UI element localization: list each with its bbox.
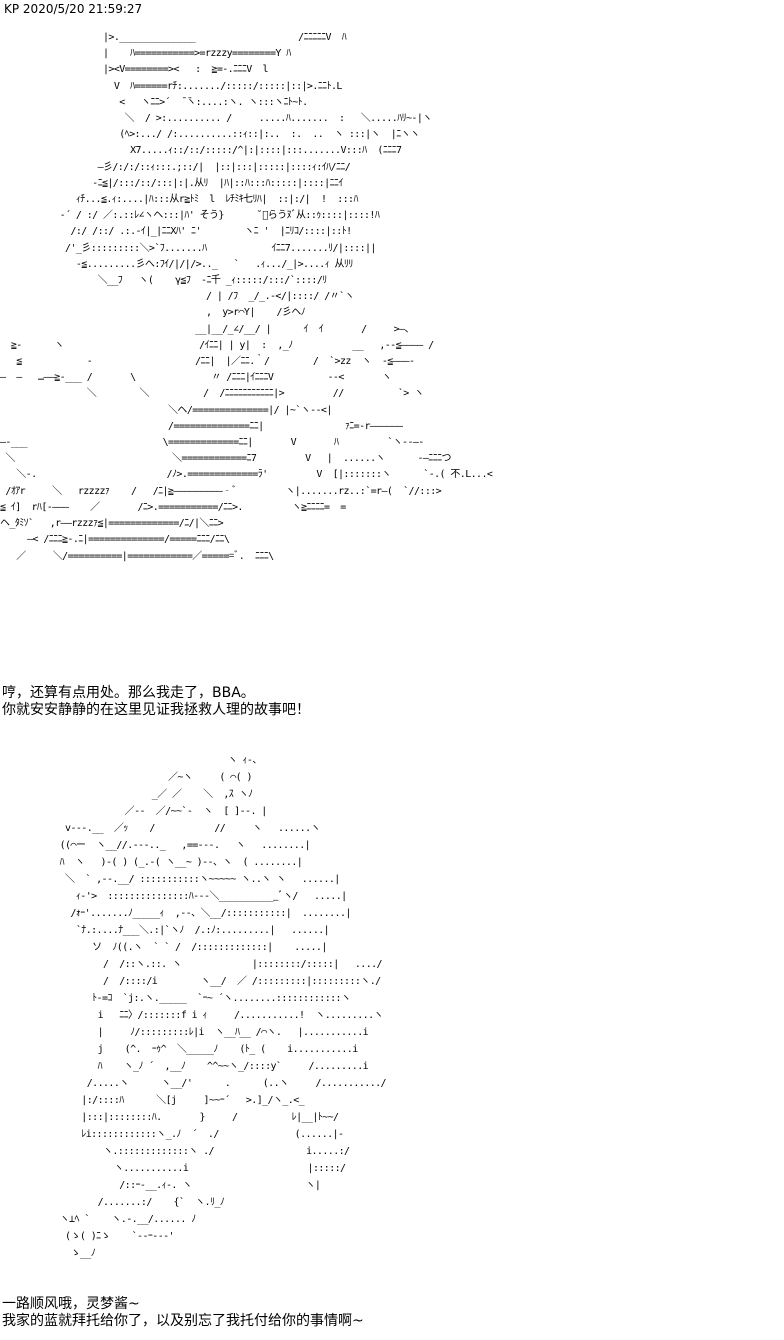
ascii-art-1-line: ―-___ \=============ﾆﾆ| V ﾊ `ヽ--―‐ <box>0 437 424 449</box>
ascii-art-1-line: /:/ /::/ .:.-ｲ|_|ﾆﾆXﾊ' ﾆ' ヽﾆ ' |ﾆﾘｺ/::::… <box>0 226 352 238</box>
ascii-art-1-line: < ヽﾆﾆ>´ ̄ ̄ヽ:....:ヽ. ヽ:::ヽﾆﾄ~ﾄ. <box>0 96 308 108</box>
ascii-art-1-line: ｨﾁ...≦.ｨ:....|ﾊ:::从r≧ﾄﾐ l ﾚﾁﾐｷ七ﾘﾊ| ::|:/… <box>0 194 359 206</box>
ascii-art-2-line: ﾊ ヽ_ﾉ ´ ,__ﾉ ^^~~ヽ_/::::y` /.........i <box>0 1061 369 1072</box>
timestamp-header: KP 2020/5/20 21:59:27 <box>4 2 143 16</box>
ascii-art-2-line: ヽ...........i |:::::/ <box>0 1163 346 1174</box>
ascii-art-2-line: / /::::/i ヽ__/ ／ /:::::::::|:::::::::ヽ./ <box>0 976 381 987</box>
ascii-art-2-line: j (^. ｰｩ^ ＼_____ﾉ (ﾄ_ ( i...........i <box>0 1044 359 1055</box>
ascii-art-2-line: ヽ.:::::::::::::ヽ ./ i.....:/ <box>0 1146 350 1157</box>
ascii-art-2-line: /ｫｰ'.......ﾉ_____ｨ ,--、＼__/:::::::::::| … <box>0 908 351 919</box>
ascii-art-2-line: v---.__ ／ｯ / // ヽ ......ヽ <box>0 823 320 834</box>
ascii-art-1-line: ヘ_ﾀﾐｿ` ,r――rzzzｧ≦|=============/ﾆ/|＼ﾆﾆ> <box>0 518 224 530</box>
ascii-art-1-line: X7.....ｨ::/::/:::::/^|:|::::|:::.......V… <box>0 145 402 157</box>
ascii-art-2-line: ﾚi::::::::::::ヽ_.ﾉ ´ ./ (......|‐ <box>0 1129 344 1140</box>
ascii-art-2-line: | ﾉ/:::::::::ﾚ|i ヽ__ﾊ__ /⌒ヽ. |..........… <box>0 1027 369 1038</box>
ascii-art-2-line: _／ ／ ＼ ,ｽ ヽﾉ <box>0 789 253 800</box>
ascii-art-1-line: ＼-. /ﾉ>.=============ﾗ' V [|:::::::ヽ `‐.… <box>0 469 493 481</box>
ascii-art-1-line: ―< /ﾆﾆﾆ≧-.ﾆ|==============/=====ﾆﾆﾆ/ﾆﾆ\ <box>0 534 230 546</box>
ascii-art-1-line: ≧- ヽ /ｲﾆﾆ| | y| : ,_ﾉ __ ,-‐≦―――― / <box>0 339 434 351</box>
ascii-art-1-line: /==============ﾆﾆ| ｧﾆ=-r―――――― <box>0 420 403 432</box>
ascii-art-1-line: , y>r⌒Y| /彡ヘﾉ <box>0 307 306 319</box>
ascii-art-1-line: V ﾊ======rﾁ:......./:::::/:::::|::|>.ﾆﾆﾄ… <box>0 80 343 92</box>
ascii-art-2-line: ヽ ｨ-、 <box>0 755 263 766</box>
ascii-art-1-line: __|__/_∠/__/ | ｲ ｲ / >―、 <box>0 323 414 335</box>
ascii-art-1-line: ＼__ﾌ ヽ( γ≦ﾌ ‐ﾆ千 _ｨ:::::/:::/`::::/ﾘ <box>0 275 328 287</box>
ascii-art-2-line: (ゝ( )ﾆゝ `--ｰ---' <box>0 1231 175 1242</box>
ascii-art-1-line: /ｵｱr ＼ rzzzzｧ / /ﾆ|≧―――――――――‐ﾞ ヽ|......… <box>0 485 442 497</box>
ascii-art-2-line: /::ｰ-__.ｨ-. ヽ ヽ| <box>0 1180 321 1191</box>
ascii-art-2-line: /.......:/ {` ヽ.ﾘ_ﾉ <box>0 1197 225 1208</box>
ascii-art-1-line: ＼ ＼ / /ﾆﾆﾆﾆﾆﾆﾆﾆﾆﾆﾆ|> // `> ヽ <box>0 388 424 400</box>
ascii-art-1-line: ≦ ‐ /ﾆﾆ| |／ﾆﾆ.｀/ / `>zz ヽ ‐≦―――‐ <box>0 356 415 368</box>
ascii-art-2-line: i ﾆﾆ〉/:::::::f i ｨ /...........! ヽ......… <box>0 1010 384 1021</box>
ascii-art-2-line: ＼ ` ,--.__/ :::::::::::ヽ~~~~~ ヽ..ヽ ヽ ...… <box>0 874 340 885</box>
ascii-art-1-line: ≦ ｲ] rﾊ[‐――― ／ /ﾆ>.===========/ﾆﾆ>. ヽ≧ﾆﾆ… <box>0 501 346 513</box>
ascii-art-2-line: ((⌒ー ヽ__//.---.._ ,==---. ヽ ........| <box>0 840 311 851</box>
ascii-art-2-line: ソ ﾉ((.ヽ ` ` / /:::::::::::::| .....| <box>0 942 327 953</box>
ascii-art-2-line: ｨ-'> :::::::::::::::ﾊ---＼___________ﾞヽ/ … <box>0 891 347 902</box>
ascii-art-2-line: |:/::::ﾊ ＼[j ]~~ｰ´ >.]_/ヽ_.<_ <box>0 1095 305 1106</box>
dialogue-text-2: 一路顺风哦，灵梦酱~ 我家的蓝就拜托给你了，以及别忘了我托付给你的事情啊~ <box>2 1296 364 1329</box>
ascii-art-panel-1: |>.______________ /ﾆﾆﾆﾆﾆV ﾊ | ﾊ=========… <box>0 30 493 565</box>
ascii-art-1-line: ＼ ＼============ﾆ7 V | ......ヽ -―ﾆﾆﾆつ <box>0 453 451 465</box>
ascii-art-1-line: ‐´ / :/ ／:.::ﾚ∠ヽヘ:::|ﾊ' そう} ˘ﾞらうﾇﾞ从::ｩ::… <box>0 210 380 222</box>
ascii-art-1-line: ‐≦.........彡へ:ﾌｲ/|/|/>.._ ` .ｨ.../_|>...… <box>0 258 353 270</box>
ascii-art-1-line: ‐ﾆ≦|/:::/::/:::|:|.从ﾘ |ﾊ|::ﾊ:::ﾊ:::::|::… <box>0 177 343 189</box>
ascii-art-1-line: ／ ＼/==========|============／======ﾞ. ﾆﾆﾆ… <box>0 550 274 562</box>
ascii-art-2-line: `ﾅ.:....ﾅ___＼.:|`ヽﾉ /.:ﾉ:.........| ....… <box>0 925 330 936</box>
ascii-art-1-line: /'_彡:::::::::＼>`ﾌ.......ﾊ ｲﾆﾆ7.......ﾘ/|… <box>0 242 376 254</box>
ascii-art-2-line: ゝ__ﾉ <box>0 1248 96 1259</box>
ascii-art-2-line: ／~ヽ ( ⌒( ) <box>0 772 252 783</box>
dialogue-text-1: 哼，还算有点用处。那么我走了，BBA。 你就安安静静的在这里见证我拯救人理的故事… <box>2 685 310 718</box>
ascii-art-2-line: ﾄ-=ｺ `j:.ヽ._____ `ｰ~ ´ヽ........:::::::::… <box>0 993 351 1004</box>
ascii-art-1-line: |>.______________ /ﾆﾆﾆﾆﾆV ﾊ <box>0 32 347 43</box>
ascii-art-2-line: ヽ⊥ﾍ ` ヽ.-.__/...... ﾉ <box>0 1214 197 1225</box>
ascii-art-1-line: / | /ﾌ _/_.-</|::::/ /〃`ヽ <box>0 291 354 303</box>
ascii-art-2-line: ﾊ ヽ )-( ) (_.-( ヽ__~ )--、ヽ ( ........| <box>0 857 303 868</box>
ascii-art-panel-2: ヽ ｨ-、 ／~ヽ ( ⌒( ) _／ ／ ＼ ,ｽ ヽﾉ ／-‐ ／/~~`‐… <box>0 752 387 1262</box>
ascii-art-1-line: (ﾍ>:.../ /:..........::ｨ::|:.. :. .. ヽ :… <box>0 129 420 141</box>
ascii-art-1-line: ― ― …――≧-___ / \ 〃 /ﾆﾆﾆ|ｲﾆﾆﾆV ‐‐< ヽ <box>0 372 392 384</box>
ascii-art-1-line: ＼ヘ/==============|/ |~`ヽ--<| <box>0 404 332 416</box>
ascii-art-2-line: ／-‐ ／/~~`‐ ヽ [ ]--. | <box>0 806 268 817</box>
ascii-art-1-line: |><V========>< : ≧=-.ﾆﾆﾆV l <box>0 64 269 76</box>
ascii-art-1-line: | ﾊ===========>=rzzzy========Y ﾊ <box>0 48 291 60</box>
ascii-art-2-line: /.....ヽ ヽ__/' . (..ヽ /.........../ <box>0 1078 387 1089</box>
ascii-art-2-line: |:::|::::::::ﾊ. } / ﾚ|__|ﾄ~~/ <box>0 1112 339 1123</box>
ascii-art-1-line: ―彡/:/:/::ｨ:::.;::/| |::|:::|:::::|::::ｨ:… <box>0 161 351 173</box>
ascii-art-1-line: ＼ / >:.......... / .....ﾊ....... : ＼....… <box>0 113 433 125</box>
ascii-art-2-line: / /::ヽ.::. ヽ |::::::::/:::::| ..../ <box>0 959 383 970</box>
